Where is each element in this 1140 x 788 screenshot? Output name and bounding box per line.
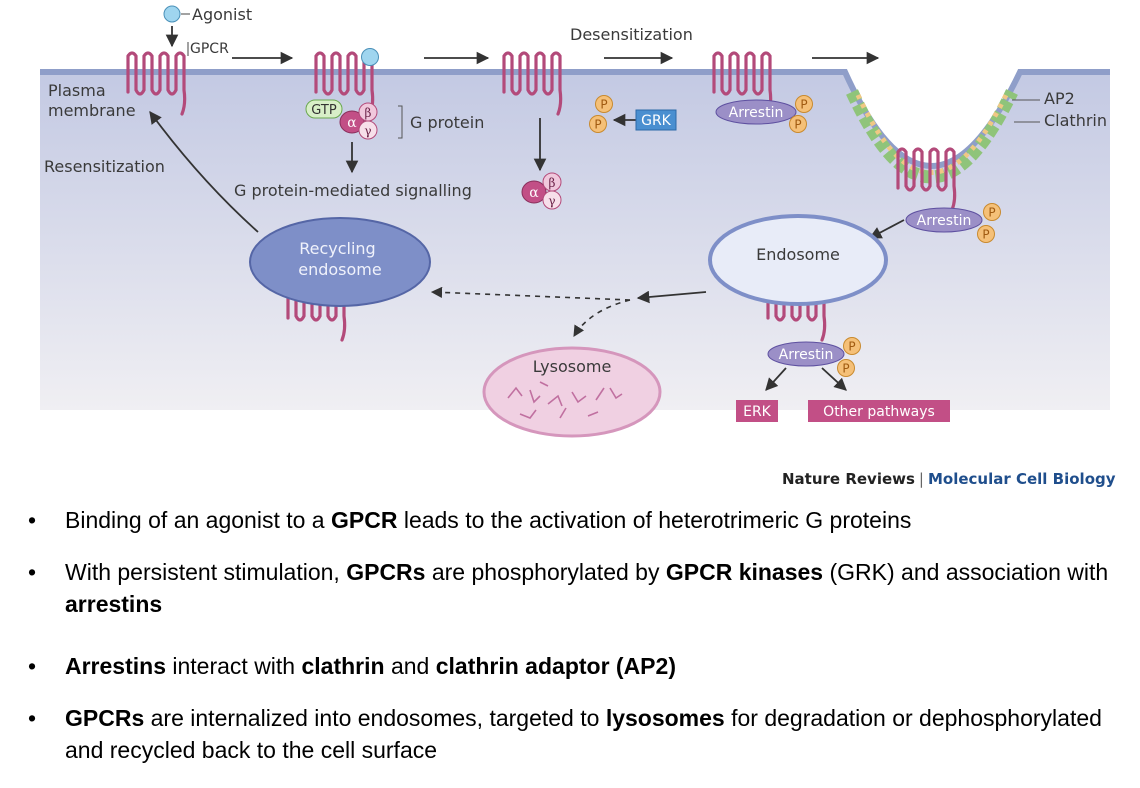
svg-text:γ: γ bbox=[548, 194, 555, 208]
other-pathways-arrow bbox=[821, 367, 847, 391]
recycling-endosome: Recycling endosome bbox=[249, 217, 431, 307]
ap2-label: AP2 bbox=[1044, 89, 1075, 108]
phosphate-arrestin-1 bbox=[795, 95, 813, 113]
phosphate-pit-1 bbox=[983, 203, 1001, 221]
other-pathways-box bbox=[808, 400, 950, 422]
svg-text:Lysosome: Lysosome bbox=[533, 357, 612, 376]
figure-credit: Nature Reviews|Molecular Cell Biology bbox=[782, 470, 1116, 488]
bullet-item: With persistent stimulation, GPCRs are p… bbox=[28, 556, 1128, 620]
gpcr-trafficking-diagram: P Agonist GPCR Plasma membrane Desensiti… bbox=[40, 5, 1110, 438]
svg-text:Agonist: Agonist bbox=[192, 5, 252, 24]
recycling-arrow bbox=[430, 286, 631, 301]
g-protein-complex: GTP α β γ bbox=[305, 99, 378, 140]
arrestin-coated-pit: Arrestin bbox=[905, 207, 983, 233]
erk-arrow bbox=[765, 367, 787, 391]
endosome-exit-arrow bbox=[636, 290, 707, 304]
internalization-arrow bbox=[868, 219, 905, 239]
svg-text:Arrestin: Arrestin bbox=[729, 105, 784, 121]
phosphate-arrestin-2 bbox=[789, 115, 807, 133]
svg-text:α: α bbox=[347, 115, 357, 131]
bullet-item: Arrestins interact with clathrin and cla… bbox=[28, 650, 1128, 682]
svg-text:Arrestin: Arrestin bbox=[779, 347, 834, 363]
svg-text:α: α bbox=[529, 185, 539, 201]
svg-text:γ: γ bbox=[364, 124, 371, 138]
lysosome: Lysosome bbox=[482, 346, 662, 438]
lysosome-arrow bbox=[573, 299, 631, 337]
bullet-list: Binding of an agonist to a GPCR leads to… bbox=[28, 504, 1128, 766]
svg-text:β: β bbox=[549, 176, 556, 190]
erk-box bbox=[736, 400, 778, 422]
credit-journal: Nature Reviews bbox=[782, 470, 915, 488]
plasma-membrane-label: Plasma membrane bbox=[48, 81, 136, 120]
erk-label: ERK bbox=[743, 404, 772, 420]
svg-text:Arrestin: Arrestin bbox=[917, 213, 972, 229]
g-protein-label: G protein bbox=[410, 113, 484, 132]
svg-text:GTP: GTP bbox=[311, 103, 337, 118]
bound-agonist bbox=[361, 48, 379, 66]
grk-box bbox=[635, 109, 677, 131]
svg-text:Endosome: Endosome bbox=[756, 245, 840, 264]
desensitization-label: Desensitization bbox=[570, 25, 693, 44]
phosphate-endosome-1 bbox=[843, 337, 861, 355]
clathrin-label: Clathrin bbox=[1044, 111, 1107, 130]
resensitization-arrow bbox=[149, 110, 259, 233]
svg-text:Recycling endosome: Recycling endosome bbox=[298, 239, 381, 279]
other-pathways-label: Other pathways bbox=[823, 404, 935, 420]
phosphate-grk-1 bbox=[595, 95, 613, 113]
phosphate-pit-2 bbox=[977, 225, 995, 243]
grk-label: GRK bbox=[641, 113, 672, 129]
endosome: Endosome bbox=[708, 214, 888, 306]
credit-separator: | bbox=[918, 470, 924, 488]
g-protein-signalling-label: G protein-mediated signalling bbox=[234, 181, 472, 200]
arrestin-membrane: Arrestin bbox=[715, 99, 797, 125]
resensitization-label: Resensitization bbox=[44, 157, 165, 176]
released-g-protein: α β γ bbox=[521, 172, 562, 210]
svg-text:β: β bbox=[365, 106, 372, 120]
phosphate-grk-2 bbox=[589, 115, 607, 133]
arrestin-endosome: Arrestin bbox=[767, 341, 845, 367]
agonist-ligand: Agonist bbox=[163, 5, 252, 48]
credit-section: Molecular Cell Biology bbox=[927, 470, 1116, 488]
phosphate-endosome-2 bbox=[837, 359, 855, 377]
bullet-item: GPCRs are internalized into endosomes, t… bbox=[28, 702, 1128, 766]
gpcr-label: GPCR bbox=[190, 41, 229, 57]
cytoplasm-background bbox=[40, 72, 1110, 410]
bullet-item: Binding of an agonist to a GPCR leads to… bbox=[28, 504, 1128, 536]
